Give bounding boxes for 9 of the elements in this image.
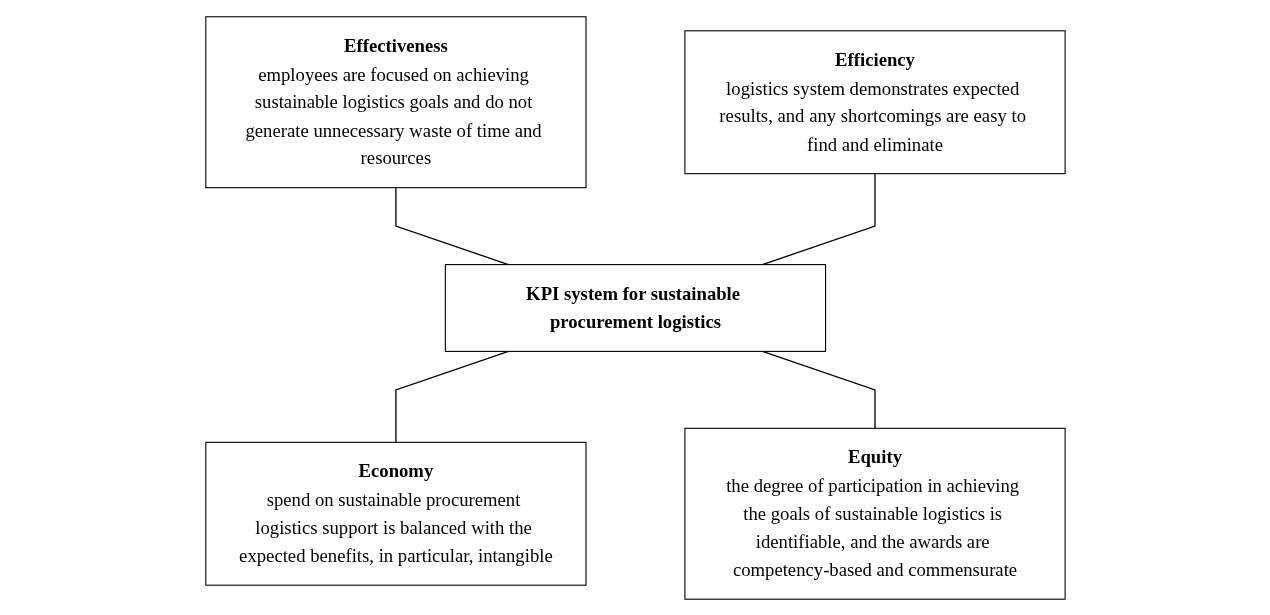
node-box — [204, 441, 587, 586]
node-box — [683, 29, 1066, 174]
node-box — [683, 427, 1066, 600]
connector — [394, 350, 509, 443]
connector — [394, 186, 509, 265]
node-box — [444, 263, 826, 352]
diagram: Effectiveness employees are focused on achieving sustainable logistics goals and do not generate unnecessary waste of time and resources Efficiency logistics system demonstrates expected results, and any shortcomings are easy to find and eliminate KPI system for sustainable procurement logistics Economy spend on sustainable procurement logistics support is balanced with the expected benefits, in particular, intangible Equity the degree of participation in achieving the goals of sustainable logistics is identifiable, and the awards are competency-based and commensurate — [196, 7, 1074, 608]
node-box — [204, 15, 587, 188]
connector — [761, 350, 876, 429]
